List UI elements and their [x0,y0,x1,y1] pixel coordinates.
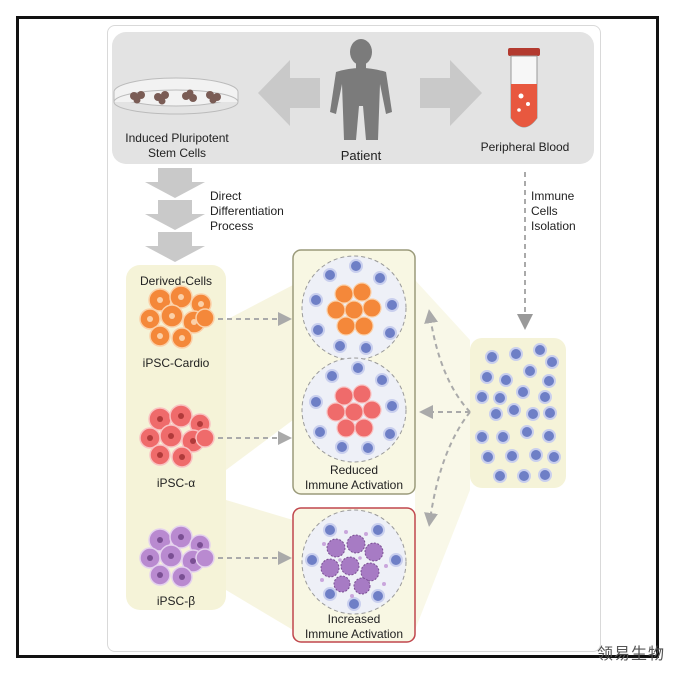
outer-frame [16,16,659,658]
right-arrow-icon [420,60,482,126]
ipsc-cardio-label: iPSC-Cardio [142,356,210,370]
ipsc-alpha-label: iPSC-α [156,476,196,490]
pool-arrow-cardio [424,309,471,413]
connector-band [226,500,293,630]
test-tube-icon [508,48,540,128]
stem-cells-label: Induced Pluripotent Stem Cells [112,131,242,161]
pool-arrow-beta [424,411,471,527]
ipsc-cardio-nuclei [147,294,204,341]
stem-cells-label-line2: Stem Cells [147,146,206,160]
ipsc-alpha-nuclei [147,413,203,460]
coculture-cardio [301,255,407,361]
petri-dish-icon [113,77,239,115]
process-line1: Direct [210,189,242,203]
isolation-line1: Immune [531,189,575,203]
connector-band [226,285,293,470]
patient-label: Patient [340,148,382,163]
differentiation-arrows-icon [145,168,205,262]
process-line2: Differentiation [210,204,284,218]
coculture-beta [301,509,407,615]
patient-icon [330,39,392,140]
isolation-line3: Isolation [531,219,576,233]
coculture-alpha [301,357,407,463]
ipsc-beta-nuclei [147,534,203,580]
increased-line2: Immune Activation [304,627,404,641]
process-line3: Process [210,219,254,233]
increased-activation-label: Increased Immune Activation [293,612,415,642]
reduced-line1: Reduced [329,463,379,477]
left-arrow-icon [258,60,320,126]
ipsc-beta-label: iPSC-β [156,594,196,608]
stem-cells-label-line1: Induced Pluripotent [125,131,229,145]
differentiation-process-label: Direct Differentiation Process [210,189,310,234]
immune-cells [475,343,561,483]
increased-line1: Increased [327,612,381,626]
isolation-line2: Cells [531,204,558,218]
derived-cells-title: Derived-Cells [139,274,213,288]
reduced-activation-label: Reduced Immune Activation [293,463,415,493]
reduced-line2: Immune Activation [304,478,404,492]
connector-band [415,280,470,630]
immune-isolation-label: Immune Cells Isolation [531,189,595,234]
peripheral-blood-label: Peripheral Blood [480,140,570,154]
watermark: 领易生物 [596,644,665,663]
